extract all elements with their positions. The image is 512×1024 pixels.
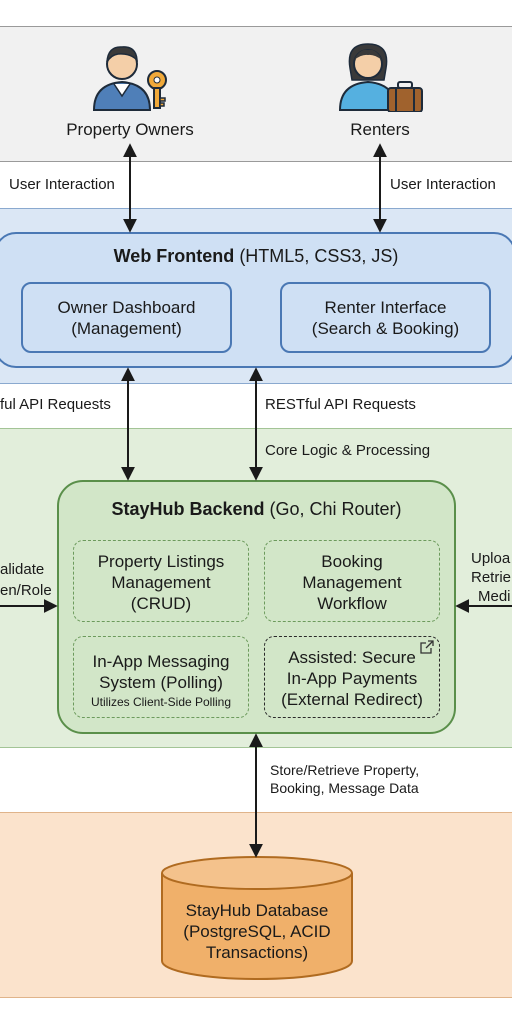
owner-interaction-label: User Interaction [9, 176, 115, 193]
owner-dashboard-box: Owner Dashboard (Management) [21, 282, 232, 353]
renter-interface-line2: (Search & Booking) [311, 319, 460, 338]
property-listings-line1: Property Listings [97, 552, 225, 571]
database-line1: StayHub Database [185, 901, 329, 920]
booking-management-box: Booking Management Workflow [264, 540, 440, 622]
renters-label: Renters [350, 120, 410, 139]
booking-management-line2: Management [302, 573, 402, 592]
stayhub-backend-title: StayHub Backend (Go, Chi Router) [57, 499, 456, 520]
property-listings-line2: Management [111, 573, 211, 592]
api-requests-right-label: RESTful API Requests [265, 396, 416, 413]
in-app-payments-line3: (External Redirect) [281, 690, 423, 709]
core-logic-label: Core Logic & Processing [265, 442, 431, 459]
property-listings-line3: (CRUD) [130, 594, 192, 613]
property-owners-label: Property Owners [66, 120, 194, 139]
stayhub-backend-container [57, 480, 456, 734]
upload-label-line1: Uploa [471, 550, 511, 567]
owner-with-key-icon [88, 38, 172, 112]
database-line3: Transactions) [205, 943, 309, 962]
in-app-payments-line2: In-App Payments [286, 669, 418, 688]
api-requests-left-label: ful API Requests [0, 396, 111, 413]
web-frontend-title-tech: (HTML5, CSS3, JS) [239, 246, 399, 266]
booking-management-line1: Booking [321, 552, 383, 571]
store-retrieve-label-line1: Store/Retrieve Property, [270, 762, 420, 778]
in-app-messaging-line1: In-App Messaging [92, 652, 230, 671]
booking-management-line3: Workflow [317, 594, 387, 613]
stayhub-backend-title-bold: StayHub Backend [111, 499, 265, 519]
renter-interface-box: Renter Interface (Search & Booking) [280, 282, 491, 353]
stayhub-database-cylinder [160, 855, 354, 981]
owner-dashboard-line2: (Management) [71, 319, 182, 338]
renter-interaction-label: User Interaction [390, 176, 496, 193]
validate-label-line1: alidate [0, 561, 45, 578]
validate-label-line2: en/Role [0, 582, 52, 599]
web-frontend-title-bold: Web Frontend [113, 246, 235, 266]
stayhub-backend-title-tech: (Go, Chi Router) [269, 499, 402, 519]
in-app-messaging-box: In-App Messaging System (Polling) Utiliz… [73, 636, 249, 718]
web-frontend-title: Web Frontend (HTML5, CSS3, JS) [0, 246, 512, 267]
property-listings-box: Property Listings Management (CRUD) [73, 540, 249, 622]
renter-with-suitcase-icon [338, 38, 426, 113]
database-line2: (PostgreSQL, ACID [183, 922, 331, 941]
store-retrieve-label-line2: Booking, Message Data [270, 780, 419, 796]
in-app-messaging-note: Utilizes Client-Side Polling [90, 695, 232, 709]
external-link-icon [420, 640, 434, 654]
in-app-messaging-line2: System (Polling) [99, 673, 223, 692]
renter-interface-line1: Renter Interface [324, 298, 447, 317]
owner-dashboard-line1: Owner Dashboard [57, 298, 196, 317]
upload-label-line2: Retrie [471, 569, 512, 586]
upload-label-line3: Medi [478, 588, 511, 605]
in-app-payments-line1: Assisted: Secure [288, 648, 416, 667]
stayhub-database-text: StayHub Database (PostgreSQL, ACID Trans… [160, 900, 354, 963]
users-band [0, 26, 512, 162]
in-app-payments-box: Assisted: Secure In-App Payments (Extern… [264, 636, 440, 718]
